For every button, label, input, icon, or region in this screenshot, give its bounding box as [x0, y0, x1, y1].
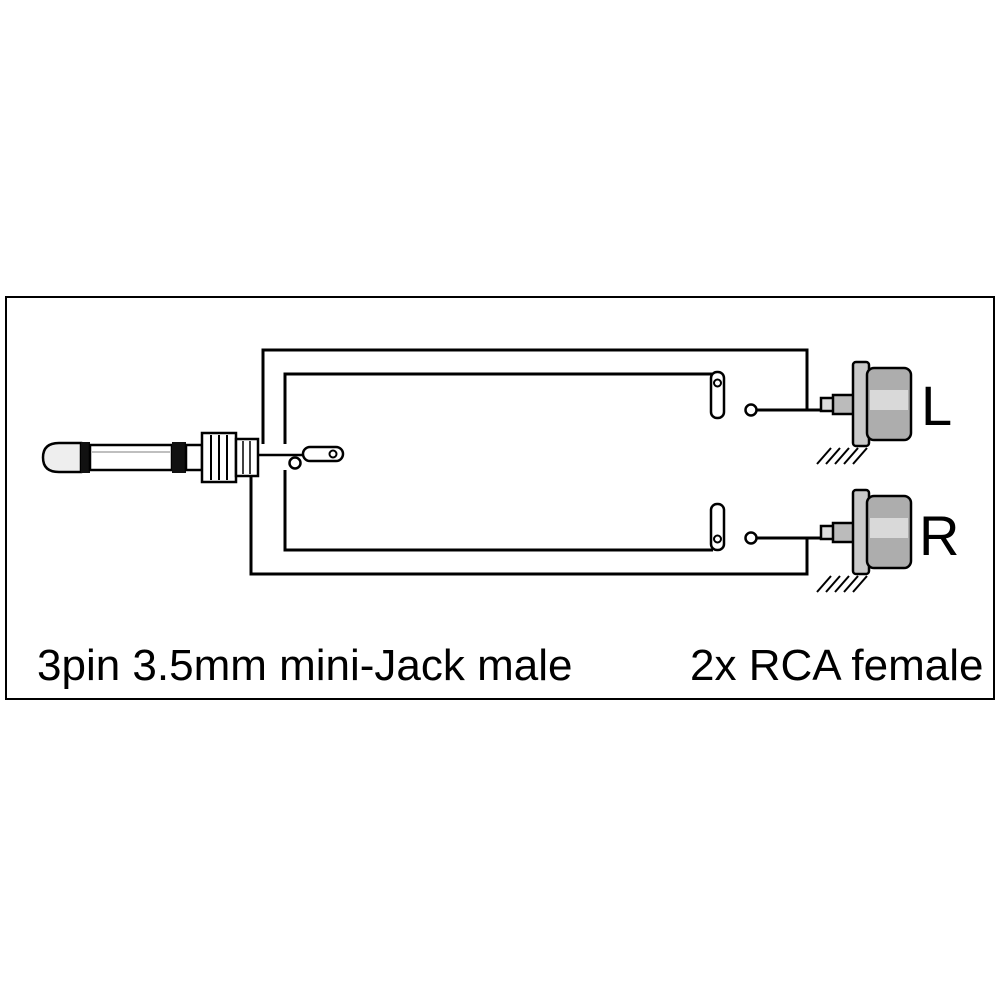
caption-rca-female: 2x RCA female: [690, 641, 983, 690]
rca-right-lug-hole-icon: [713, 534, 722, 544]
caption-mini-jack: 3pin 3.5mm mini-Jack male: [37, 641, 573, 690]
rca-right-pin-large: [831, 521, 857, 544]
wiring: [249, 348, 823, 576]
rca-left-lug-hole-icon: [713, 378, 722, 388]
rca-left-barrel-highlight: [870, 390, 908, 410]
jack-solder-lug-hole-icon: [328, 449, 338, 459]
jack-tip-icon: [41, 441, 83, 474]
jack-shaft: [88, 443, 174, 472]
wire-ring-to-right-rca: [249, 470, 809, 576]
rca-female-left: [709, 360, 913, 465]
wire-tip-to-left-rca: [261, 348, 809, 444]
jack-insulator-ring-1: [81, 442, 90, 473]
left-channel-label: L: [921, 374, 952, 437]
rca-left-chassis-hatch-icon: [816, 447, 868, 465]
right-channel-label: R: [919, 504, 959, 567]
rca-left-contact-point-icon: [744, 403, 758, 417]
adapter-wiring-diagram: L R 3pin 3.5mm mini-Jack male 2x RCA fem…: [37, 348, 983, 690]
jack-insulator-ring-2: [172, 442, 186, 473]
rca-female-right: [709, 488, 913, 593]
mini-jack-male-connector: [41, 431, 345, 484]
jack-rear-thread: [234, 437, 260, 478]
rca-right-contact-point-icon: [744, 531, 758, 545]
wire-ground-to-right-rca: [283, 470, 713, 552]
rca-right-barrel-highlight: [870, 518, 908, 538]
wire-ground-to-left-rca: [283, 372, 713, 444]
jack-contact-point-icon: [288, 456, 302, 470]
diagram-frame: L R 3pin 3.5mm mini-Jack male 2x RCA fem…: [5, 296, 995, 700]
rca-left-pin-large: [831, 393, 857, 416]
rca-right-chassis-hatch-icon: [816, 575, 868, 593]
jack-sleeve-segment: [184, 443, 204, 472]
